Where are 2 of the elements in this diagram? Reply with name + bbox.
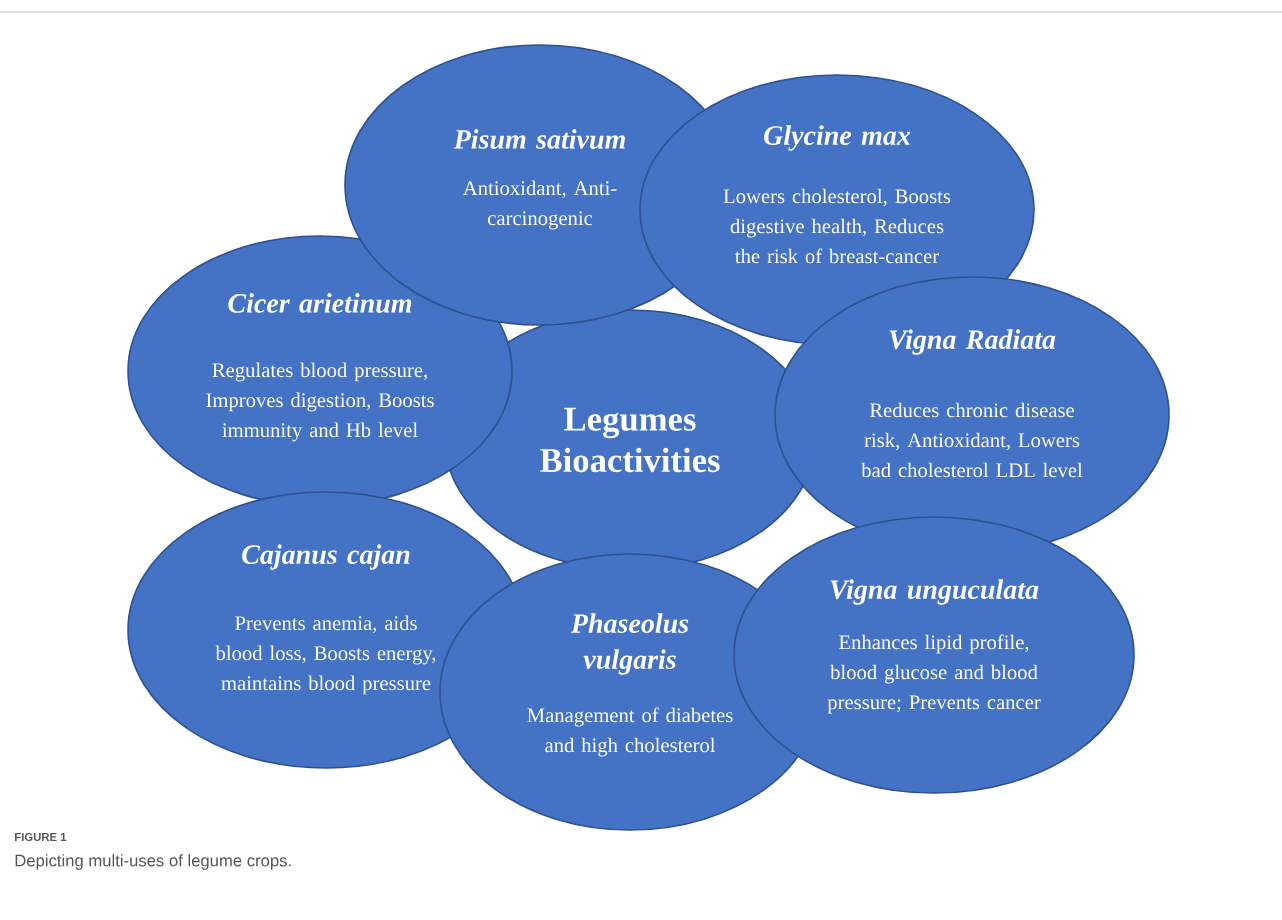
figure-label: FIGURE 1 <box>15 833 67 841</box>
caption: Depicting multi-uses of legume crops. <box>15 854 291 870</box>
